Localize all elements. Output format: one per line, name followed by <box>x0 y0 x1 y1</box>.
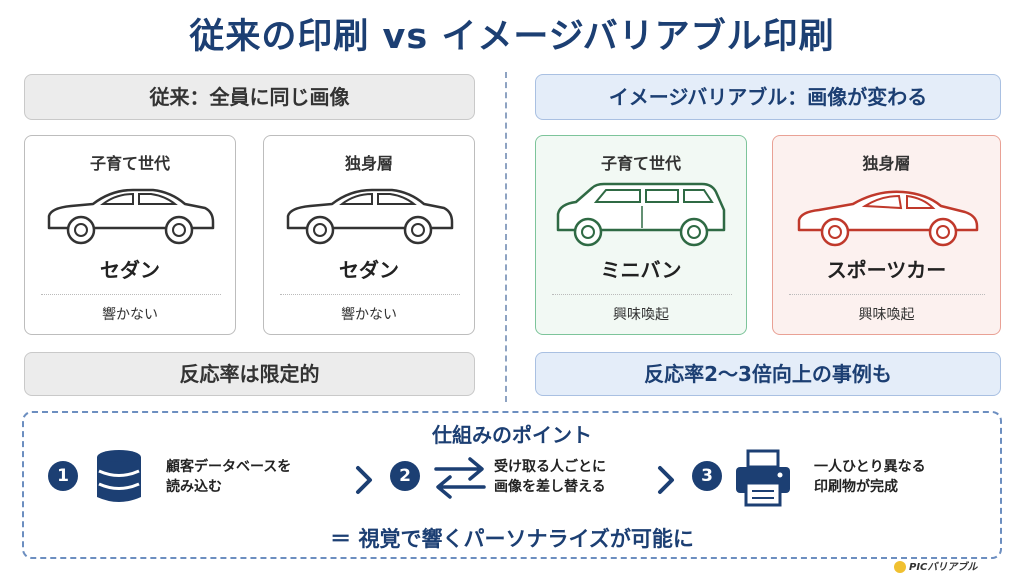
logo-mark-icon <box>894 561 906 573</box>
card-result: 響かない <box>341 307 397 323</box>
card-divider <box>280 294 460 295</box>
step-1-line1: 顧客データベースを <box>166 459 292 475</box>
page-title: 従来の印刷 vs イメージバリアブル印刷 <box>189 17 835 57</box>
step-2-line1: 受け取る人ごとに <box>494 459 606 475</box>
card-result: 興味喚起 <box>613 307 669 323</box>
card-segment: 独身層 <box>344 154 393 173</box>
right-footer: 反応率2〜3倍向上の事例も <box>535 352 1001 396</box>
step-number-3: 3 <box>692 461 722 491</box>
logo-text: PICバリアブル <box>909 562 978 573</box>
left-card-family: 子育て世代 セダン 響かない <box>24 135 236 335</box>
card-car-type: セダン <box>100 258 160 282</box>
mechanism-points: 仕組みのポイント 1 顧客データベースを 読み込む 2 受け取る人ごとに 画像を… <box>22 411 1002 559</box>
right-header: イメージバリアブル：画像が変わる <box>535 74 1001 120</box>
card-segment: 子育て世代 <box>600 154 681 173</box>
left-header: 従来：全員に同じ画像 <box>24 74 475 120</box>
card-divider <box>552 294 732 295</box>
section-divider <box>505 72 507 402</box>
card-divider <box>789 294 985 295</box>
step-2-text: 受け取る人ごとに 画像を差し替える <box>494 457 606 497</box>
step-3-line2: 印刷物が完成 <box>814 479 898 495</box>
step-number-2: 2 <box>390 461 420 491</box>
card-segment: 子育て世代 <box>89 154 170 173</box>
card-result: 響かない <box>102 307 158 323</box>
chevron-right-icon <box>356 466 372 494</box>
left-card-single: 独身層 セダン 響かない <box>263 135 475 335</box>
step-3-text: 一人ひとり異なる 印刷物が完成 <box>814 457 926 497</box>
sports-car-icon <box>797 190 979 247</box>
minivan-icon <box>556 182 726 247</box>
card-divider <box>41 294 221 295</box>
step-1-text: 顧客データベースを 読み込む <box>166 457 291 497</box>
swap-arrows-icon <box>434 457 486 499</box>
chevron-right-icon <box>658 466 674 494</box>
left-footer: 反応率は限定的 <box>24 352 475 396</box>
card-car-type: セダン <box>339 258 399 282</box>
step-number-1: 1 <box>48 461 78 491</box>
right-card-family: 子育て世代 ミニバン 興味喚起 <box>535 135 747 335</box>
sedan-icon <box>286 188 454 245</box>
right-card-single: 独身層 スポーツカー 興味喚起 <box>772 135 1001 335</box>
database-icon <box>97 450 141 502</box>
points-conclusion: ＝ 視覚で響くパーソナライズが可能に <box>330 527 694 551</box>
step-1-line2: 読み込む <box>166 479 222 495</box>
brand-logo: PICバリアブル <box>894 558 1020 574</box>
printer-icon <box>736 449 790 507</box>
card-car-type: ミニバン <box>600 258 682 282</box>
points-title: 仕組みのポイント <box>432 423 592 447</box>
card-car-type: スポーツカー <box>826 258 947 282</box>
step-2-line2: 画像を差し替える <box>494 479 606 495</box>
step-3-line1: 一人ひとり異なる <box>814 459 926 475</box>
sedan-icon <box>47 188 215 245</box>
card-result: 興味喚起 <box>858 307 915 323</box>
card-segment: 独身層 <box>862 154 911 173</box>
